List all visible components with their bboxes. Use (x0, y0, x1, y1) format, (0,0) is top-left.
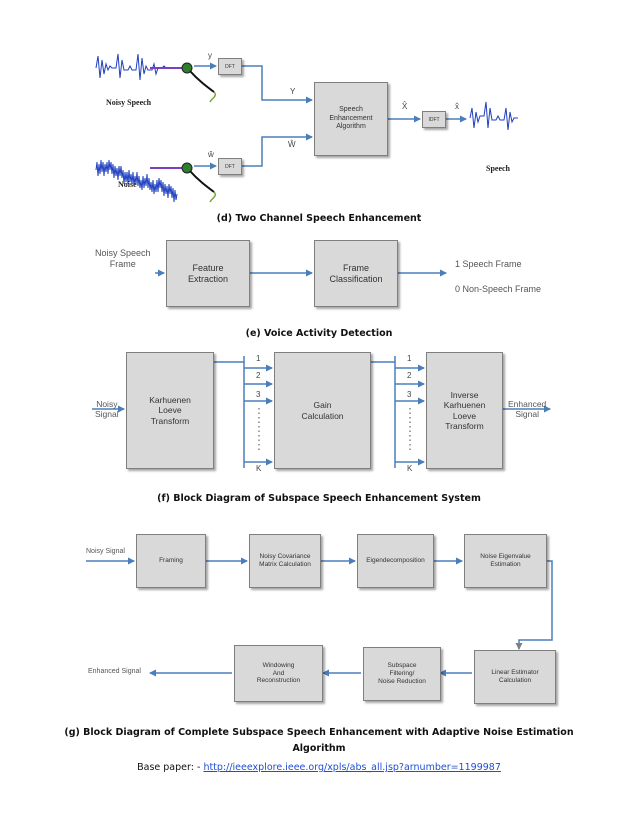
noise-waveform (95, 159, 178, 203)
caption-d: (d) Two Channel Speech Enhancement (216, 213, 422, 224)
index-2-left: 2 (256, 371, 261, 380)
footer-prefix: Base paper: - (137, 762, 201, 773)
frame-classification-box: Frame Classification (314, 240, 398, 307)
idft-box: IDFT (422, 111, 446, 128)
section-d-arrows (194, 62, 467, 170)
caption-g-line1: (g) Block Diagram of Complete Subspace S… (64, 727, 574, 738)
speech-enhancement-algorithm-box: Speech Enhancement Algorithm (314, 82, 388, 156)
speech-label: Speech (486, 164, 510, 173)
noisy-signal-input-label: Noisy Signal (86, 548, 125, 555)
linear-estimator-box: Linear Estimator Calculation (474, 650, 556, 704)
w-time-label: ŵ (208, 150, 214, 159)
microphone-icon (150, 162, 217, 203)
speech-output-waveform (469, 101, 518, 131)
index-1-right: 1 (407, 354, 412, 363)
eigendecomposition-box: Eigendecomposition (357, 534, 434, 588)
X-freq-label: X̂ (402, 102, 408, 111)
inverse-klt-box: Inverse Karhuenen Loeve Transform (426, 352, 503, 469)
index-k-right: K (407, 464, 413, 473)
microphone-icon (150, 62, 217, 103)
non-speech-frame-output: 0 Non-Speech Frame (455, 284, 542, 294)
x-time-label: x̂ (455, 102, 459, 111)
klt-box: Karhuenen Loeve Transform (126, 352, 214, 469)
noisy-speech-label: Noisy Speech (106, 98, 152, 107)
enhanced-signal-output-label: Enhanced Signal (88, 668, 141, 675)
footer: Base paper: - http://ieeexplore.ieee.org… (0, 762, 638, 773)
gain-calculation-box: Gain Calculation (274, 352, 371, 469)
subspace-filtering-box: Subspace Filtering/ Noise Reduction (363, 647, 441, 701)
noise-label: Noise (118, 180, 137, 189)
speech-frame-output: 1 Speech Frame (455, 259, 522, 269)
noisy-speech-waveform (95, 53, 172, 81)
noise-eigenvalue-box: Noise Eigenvalue Estimation (464, 534, 547, 588)
section-g-arrows (86, 557, 553, 677)
y-time-label: y (208, 51, 212, 60)
caption-f: (f) Block Diagram of Subspace Speech Enh… (157, 493, 481, 504)
enhanced-signal-label: Enhanced Signal (508, 399, 547, 420)
windowing-reconstruction-box: Windowing And Reconstruction (234, 645, 323, 702)
caption-g-line2: Algorithm (292, 743, 346, 754)
framing-box: Framing (136, 534, 206, 588)
index-k-left: K (256, 464, 262, 473)
index-2-right: 2 (407, 371, 412, 380)
noisy-covariance-box: Noisy Covariance Matrix Calculation (249, 534, 321, 588)
noisy-signal-label: Noisy Signal (95, 399, 119, 420)
dft-box-top: DFT (218, 58, 242, 75)
index-3-right: 3 (407, 390, 412, 399)
dft-box-bottom: DFT (218, 158, 242, 175)
index-dots (258, 408, 411, 452)
base-paper-link[interactable]: http://ieeexplore.ieee.org/xpls/abs_all.… (203, 762, 501, 773)
feature-extraction-box: Feature Extraction (166, 240, 250, 307)
section-f-arrows (92, 356, 551, 468)
Y-freq-label: Y (290, 87, 296, 96)
index-3-left: 3 (256, 390, 261, 399)
noisy-speech-frame-label: Noisy Speech Frame (95, 248, 151, 269)
caption-e: (e) Voice Activity Detection (245, 328, 393, 339)
index-1-left: 1 (256, 354, 261, 363)
W-freq-label: Ŵ (288, 140, 296, 149)
